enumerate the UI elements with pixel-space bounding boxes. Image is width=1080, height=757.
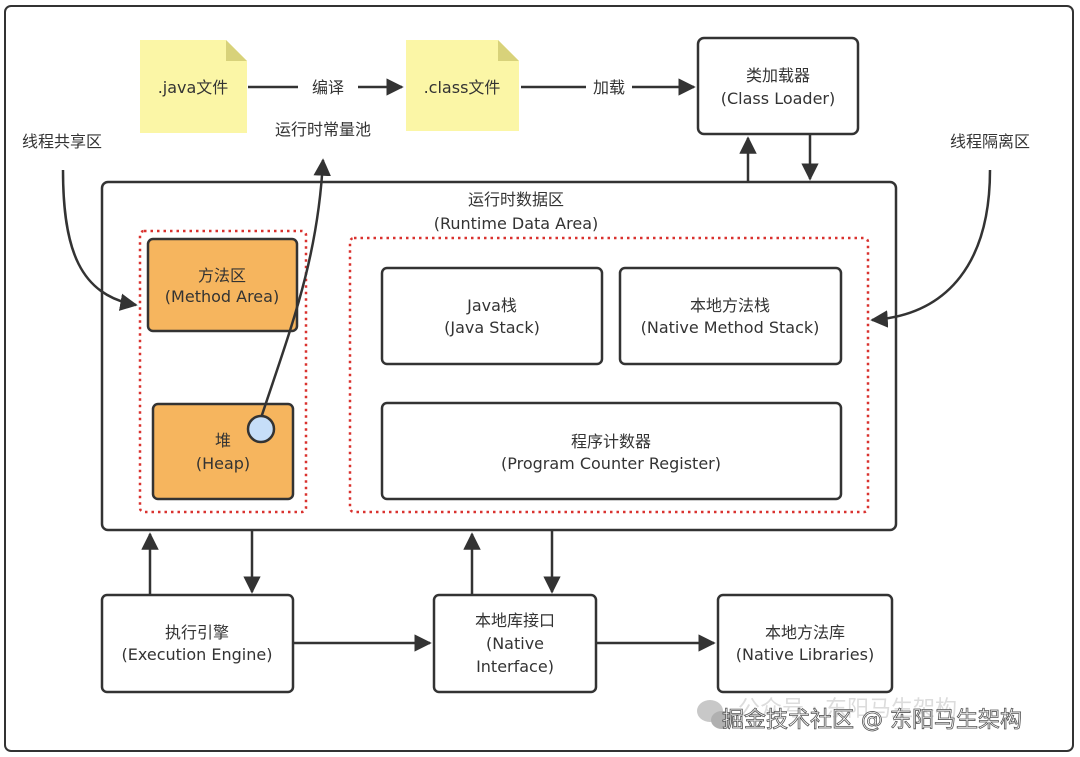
method-area-box (146, 237, 299, 333)
program-counter-en: (Program Counter Register) (501, 454, 721, 473)
class-loader-en: (Class Loader) (721, 89, 835, 108)
java-file-note (140, 40, 247, 133)
constant-pool-dot[interactable] (246, 414, 276, 444)
thread-shared-region (138, 229, 308, 514)
class-file-note (406, 40, 519, 131)
native-libraries-cn: 本地方法库 (765, 623, 845, 642)
method-area-node[interactable]: 方法区 (Method Area) (146, 237, 299, 333)
native-interface-cn: 本地库接口 (475, 611, 555, 630)
thread-shared-label: 线程共享区 (22, 132, 102, 151)
heap-node[interactable]: 堆 (Heap) (151, 402, 295, 501)
runtime-data-area-cn: 运行时数据区 (468, 190, 564, 209)
native-interface-en-2: Interface) (476, 657, 554, 676)
heap-box (151, 402, 295, 501)
thread-isolated-arrow (870, 169, 992, 328)
native-method-stack-cn: 本地方法栈 (690, 296, 770, 315)
outer-frame (4, 5, 1074, 752)
compile-label: 编译 (312, 78, 344, 97)
class-loader-box (696, 36, 860, 136)
load-label: 加载 (593, 78, 625, 97)
execution-engine-box (100, 593, 295, 694)
watermark-back: 公众号 · 东阳马生架构 (738, 697, 957, 722)
thread-isolated-label: 线程隔离区 (950, 132, 1030, 151)
java-stack-box (380, 266, 604, 366)
native-method-stack-node[interactable]: 本地方法栈 (Native Method Stack) (618, 266, 843, 366)
method-area-en: (Method Area) (165, 287, 279, 306)
thread-isolated-region (348, 236, 870, 514)
native-interface-en-1: (Native (486, 634, 544, 653)
class-file-label: .class文件 (424, 78, 501, 97)
program-counter-node[interactable]: 程序计数器 (Program Counter Register) (380, 401, 843, 501)
runtime-data-area-en: (Runtime Data Area) (434, 214, 599, 233)
execution-engine-node[interactable]: 执行引擎 (Execution Engine) (100, 593, 295, 694)
java-file-fold (226, 40, 247, 61)
thread-shared-arrow (61, 169, 138, 311)
class-file-node[interactable]: .class文件 (406, 40, 519, 131)
class-file-fold (498, 40, 519, 61)
watermark: 公众号 · 东阳马生架构 掘金技术社区 @ 东阳马生架构 (697, 697, 1022, 733)
class-loader-node[interactable]: 类加载器 (Class Loader) (696, 36, 860, 136)
java-file-node[interactable]: .java文件 (140, 40, 247, 133)
wechat-icon (697, 700, 733, 729)
java-stack-en: (Java Stack) (444, 318, 540, 337)
native-interface-node[interactable]: 本地库接口 (Native Interface) (432, 593, 598, 694)
heap-en: (Heap) (196, 454, 250, 473)
native-method-stack-box (618, 266, 843, 366)
execution-engine-cn: 执行引擎 (165, 623, 229, 642)
heap-cn: 堆 (215, 431, 231, 450)
native-libraries-node[interactable]: 本地方法库 (Native Libraries) (716, 593, 894, 694)
method-area-cn: 方法区 (198, 266, 246, 285)
native-method-stack-en: (Native Method Stack) (641, 318, 820, 337)
java-stack-cn: Java栈 (466, 296, 517, 315)
program-counter-box (380, 401, 843, 501)
java-stack-node[interactable]: Java栈 (Java Stack) (380, 266, 604, 366)
native-libraries-box (716, 593, 894, 694)
runtime-constant-pool-label: 运行时常量池 (275, 120, 371, 139)
native-libraries-en: (Native Libraries) (736, 645, 874, 664)
watermark-front: 掘金技术社区 @ 东阳马生架构 (722, 708, 1022, 733)
class-loader-cn: 类加载器 (746, 66, 810, 85)
execution-engine-en: (Execution Engine) (122, 645, 273, 664)
java-file-label: .java文件 (158, 78, 229, 97)
program-counter-cn: 程序计数器 (571, 432, 651, 451)
constant-pool-link (259, 158, 331, 419)
